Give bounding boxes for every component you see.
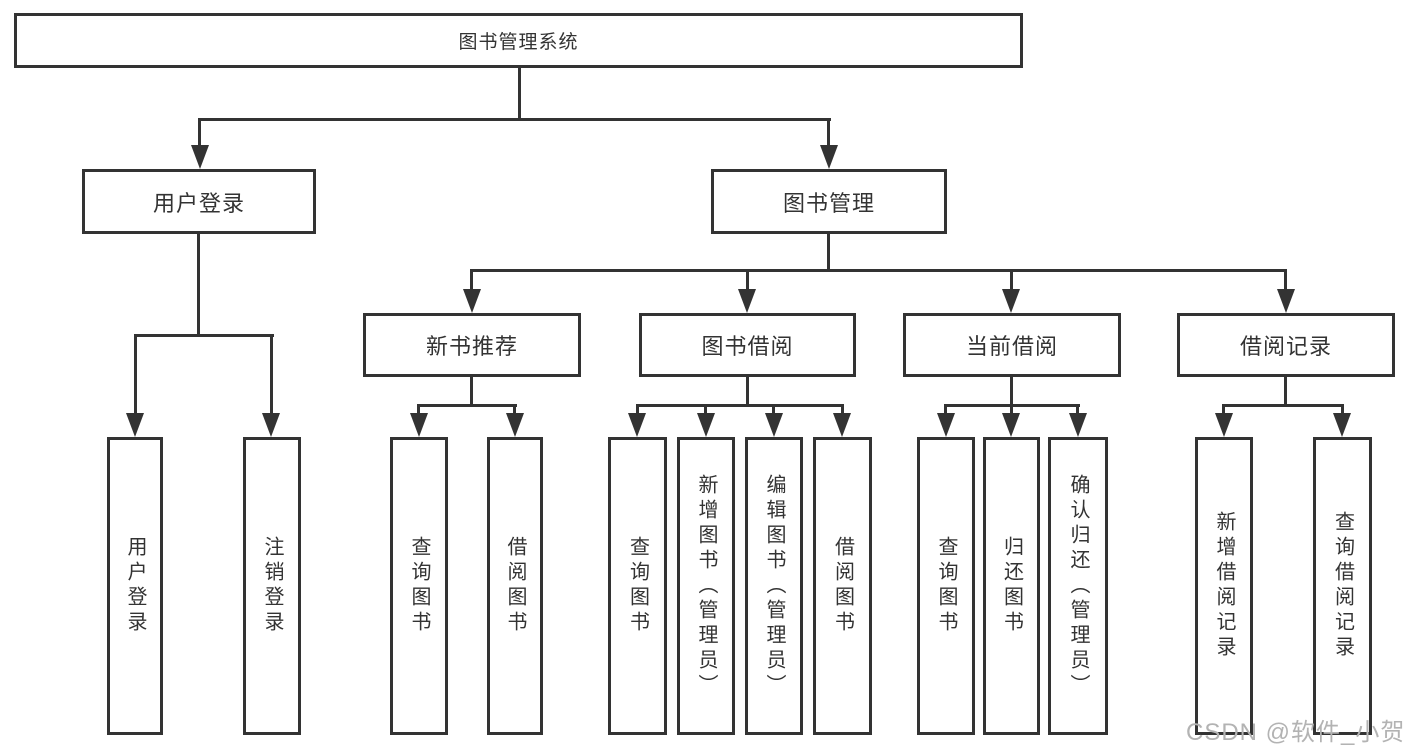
connector-drop [772, 404, 775, 415]
leaf-borrow-books-borrowing: 借阅图书 [813, 437, 872, 735]
node-book-borrowing: 图书借阅 [639, 313, 856, 377]
arrow-down-icon [1002, 289, 1020, 313]
leaf-add-books-admin: 新增图书（管理员） [677, 437, 735, 735]
arrow-down-icon [262, 413, 280, 437]
arrow-down-icon [937, 413, 955, 437]
arrow-down-icon [1333, 413, 1351, 437]
connector-drop [944, 404, 947, 415]
connector-stem [746, 377, 749, 406]
leaf-logout: 注销登录 [243, 437, 301, 735]
connector-drop [1341, 404, 1344, 415]
leaf-label: 查询图书 [408, 536, 430, 636]
connector-book-mgmt-drop [827, 118, 830, 146]
arrow-down-icon [697, 413, 715, 437]
connector-user-login-stem [197, 234, 200, 336]
watermark-csdn: CSDN @软件_小贺同学 [1186, 719, 1405, 746]
connector-user-login-rail [134, 334, 274, 337]
leaf-label: 查询借阅记录 [1331, 511, 1354, 661]
arrow-down-icon [833, 413, 851, 437]
leaf-confirm-return-admin: 确认归还（管理员） [1048, 437, 1108, 735]
node-user-login: 用户登录 [82, 169, 316, 234]
arrow-down-icon [1277, 289, 1295, 313]
connector-drop [1222, 404, 1225, 415]
leaf-borrow-books-recommend: 借阅图书 [487, 437, 543, 735]
connector-level2-rail [198, 118, 831, 121]
leaf-return-books: 归还图书 [983, 437, 1040, 735]
connector-drop [636, 404, 639, 415]
arrow-down-icon [738, 289, 756, 313]
connector-stem [1284, 377, 1287, 406]
connector-level3-rail [470, 269, 1287, 272]
node-new-book-recommendation: 新书推荐 [363, 313, 581, 377]
connector-rail [417, 404, 517, 407]
connector-drop [513, 404, 516, 415]
connector-drop [841, 404, 844, 415]
arrow-down-icon [1069, 413, 1087, 437]
arrow-down-icon [1215, 413, 1233, 437]
connector-drop [417, 404, 420, 415]
leaf-label: 注销登录 [261, 536, 283, 636]
connector-rail [1222, 404, 1344, 407]
connector-drop [1010, 404, 1013, 415]
connector-stem [470, 377, 473, 406]
connector-drop [746, 269, 749, 291]
leaf-label: 借阅图书 [831, 536, 854, 636]
leaf-label: 新增图书（管理员） [695, 473, 717, 699]
node-library-management-system: 图书管理系统 [14, 13, 1023, 68]
connector-drop [270, 334, 273, 414]
connector-user-login-drop [198, 118, 201, 146]
arrow-down-icon [765, 413, 783, 437]
leaf-query-books-recommend: 查询图书 [390, 437, 448, 735]
leaf-label: 用户登录 [124, 536, 146, 636]
connector-drop [704, 404, 707, 415]
arrow-down-icon [506, 413, 524, 437]
leaf-user-login: 用户登录 [107, 437, 163, 735]
leaf-label: 查询图书 [626, 536, 649, 636]
node-borrowing-records: 借阅记录 [1177, 313, 1395, 377]
leaf-label: 归还图书 [1000, 536, 1023, 636]
connector-root-stem [518, 68, 521, 120]
arrow-down-icon [191, 145, 209, 169]
connector-rail [636, 404, 844, 407]
arrow-down-icon [820, 145, 838, 169]
arrow-down-icon [126, 413, 144, 437]
connector-drop [134, 334, 137, 414]
node-current-borrowing: 当前借阅 [903, 313, 1121, 377]
connector-book-mgmt-stem [827, 234, 830, 271]
connector-drop [470, 269, 473, 291]
leaf-label: 编辑图书（管理员） [763, 473, 785, 699]
arrow-down-icon [628, 413, 646, 437]
leaf-label: 新增借阅记录 [1213, 511, 1235, 661]
leaf-edit-books-admin: 编辑图书（管理员） [745, 437, 803, 735]
leaf-query-borrow-record: 查询借阅记录 [1313, 437, 1372, 735]
leaf-query-books-borrowing: 查询图书 [608, 437, 667, 735]
connector-stem [1010, 377, 1013, 406]
leaf-label: 借阅图书 [504, 536, 526, 636]
arrow-down-icon [410, 413, 428, 437]
arrow-down-icon [463, 289, 481, 313]
connector-drop [1076, 404, 1079, 415]
node-book-management: 图书管理 [711, 169, 947, 234]
leaf-label: 查询图书 [935, 536, 957, 636]
connector-drop [1284, 269, 1287, 291]
leaf-label: 确认归还（管理员） [1067, 473, 1089, 699]
arrow-down-icon [1002, 413, 1020, 437]
leaf-add-borrow-record: 新增借阅记录 [1195, 437, 1253, 735]
leaf-query-books-current: 查询图书 [917, 437, 975, 735]
connector-drop [1010, 269, 1013, 291]
